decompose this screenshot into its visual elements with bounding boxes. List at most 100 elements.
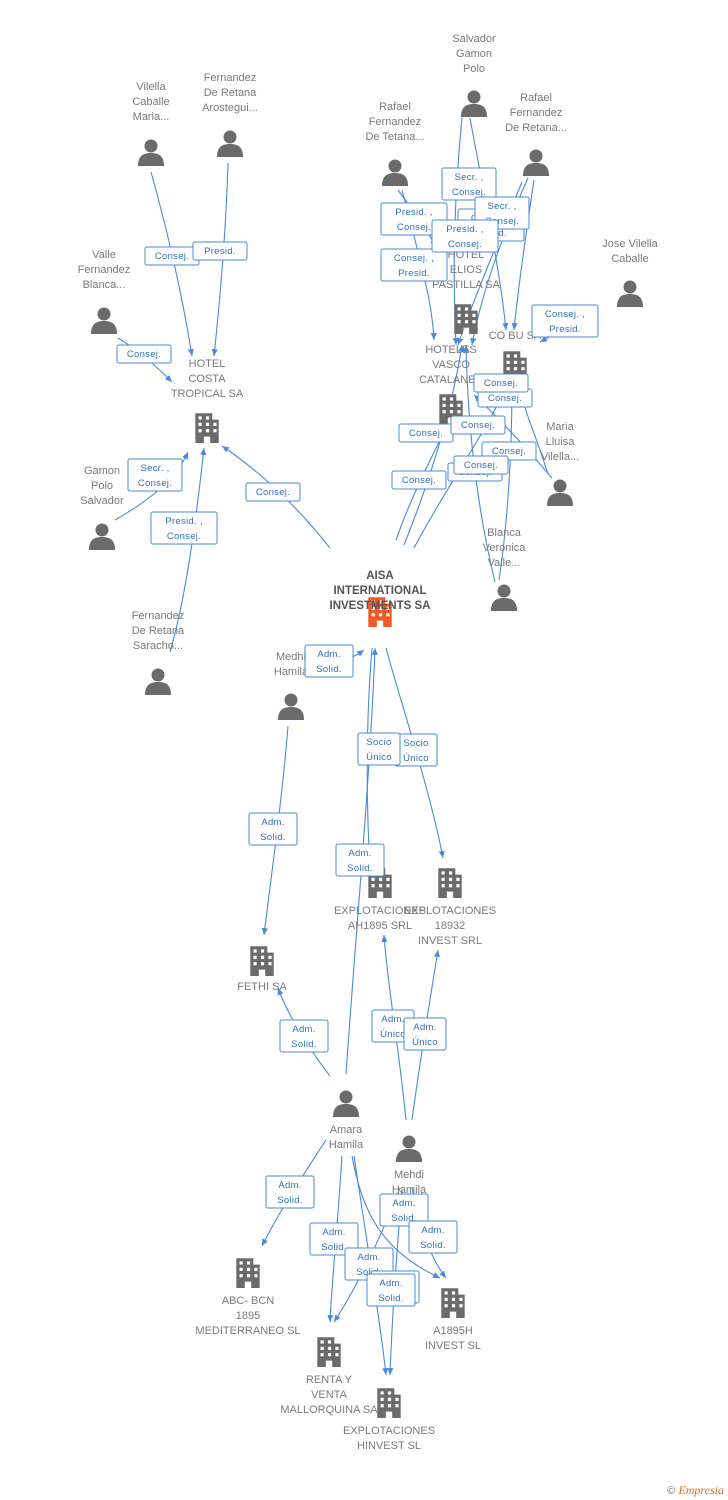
person-icon[interactable]	[491, 584, 517, 612]
edge-label[interactable]: Presid. ,Consej.	[431, 219, 499, 253]
node-label-line: Hamila	[329, 1139, 364, 1151]
edge-label[interactable]: Consej. ,Presid.	[380, 248, 448, 282]
edge-label[interactable]: Adm.Solid.	[279, 1019, 329, 1053]
edge-label[interactable]: Consej.	[450, 415, 506, 435]
node-label-line: 1895	[236, 1310, 260, 1322]
edge-label[interactable]: Presid. ,Consej.	[150, 511, 218, 545]
edge-label[interactable]: Adm.Solid.	[335, 843, 385, 877]
person-icon[interactable]	[91, 307, 117, 335]
node-label-line: AH1895 SRL	[348, 920, 412, 932]
person-icon[interactable]	[396, 1135, 422, 1163]
node-label-line: COSTA	[188, 373, 226, 385]
person-icon[interactable]	[523, 149, 549, 177]
node-vilella_maria[interactable]: VilellaCaballeMaria...	[132, 81, 170, 167]
edge-label[interactable]: Adm.Solid.	[304, 644, 354, 678]
node-label-line: De Retana	[132, 625, 185, 637]
building-icon[interactable]	[441, 1288, 465, 1318]
edge-label-text: Consej.	[492, 446, 526, 457]
node-label-line: Valle	[92, 249, 116, 261]
edge-label-box	[304, 644, 354, 678]
building-icon[interactable]	[438, 868, 462, 898]
building-icon[interactable]	[195, 413, 219, 443]
edge-label[interactable]: Presid. ,Consej.	[380, 202, 448, 236]
footer-brand[interactable]: © Empresia	[667, 1483, 724, 1498]
edge-label[interactable]: Consej.	[473, 373, 529, 393]
building-icon[interactable]	[250, 946, 274, 976]
edge-label[interactable]: Adm.Solid.	[408, 1220, 458, 1254]
node-label-line: ABC- BCN	[222, 1295, 275, 1307]
building-icon[interactable]	[236, 1258, 260, 1288]
person-icon[interactable]	[138, 139, 164, 167]
person-icon[interactable]	[217, 130, 243, 158]
edge-label-text: Solid.	[378, 1293, 404, 1304]
edge-label[interactable]: Consej.	[144, 246, 200, 266]
edge-fdr_arostegui-to-hotel_costa	[211, 162, 229, 357]
building-icon[interactable]	[454, 304, 478, 334]
node-label-line: FETHI SA	[237, 981, 287, 993]
building-icon[interactable]	[317, 1337, 341, 1367]
edge-label[interactable]: Adm.Solid.	[248, 812, 298, 846]
person-icon[interactable]	[333, 1090, 359, 1118]
node-maria_lluisa[interactable]: MariaLluisaVilella...	[541, 421, 579, 506]
person-icon[interactable]	[278, 693, 304, 721]
building-icon[interactable]	[377, 1388, 401, 1418]
node-cobu[interactable]: CO BU SA	[489, 330, 542, 381]
edge-label-text: Consej.	[138, 478, 172, 489]
node-label-line: Polo	[91, 480, 113, 492]
node-label-line: Saracho...	[133, 640, 183, 652]
edge-label-box	[357, 732, 401, 766]
node-label-line: A1895H	[433, 1325, 473, 1337]
edge-label[interactable]: Adm.Solid.	[366, 1273, 416, 1307]
node-label-line: VASCO	[432, 359, 470, 371]
edge-label[interactable]: Secr. ,Consej.	[441, 167, 497, 201]
edge-label[interactable]: Adm.Solid.	[309, 1222, 359, 1256]
person-icon[interactable]	[547, 479, 573, 507]
node-label-line: MALLORQUINA SA	[280, 1404, 378, 1416]
person-icon[interactable]	[617, 280, 643, 308]
node-valle_blanca[interactable]: ValleFernandezBlanca...	[78, 249, 131, 334]
edge-label[interactable]: Consej.	[245, 482, 301, 502]
edge-label[interactable]: Consej. ,Presid.	[531, 304, 599, 338]
node-blanca_veronica[interactable]: BlancaVeronicaValle...	[483, 527, 527, 611]
edge-label[interactable]: Adm.Solid.	[265, 1175, 315, 1209]
node-label-line: Rafael	[520, 92, 552, 104]
node-label-line: Fernandez	[78, 264, 131, 276]
person-icon[interactable]	[382, 159, 408, 187]
edge-label[interactable]: Secr. ,Consej.	[127, 458, 183, 492]
person-icon[interactable]	[145, 668, 171, 696]
edge-label[interactable]: Consej.	[116, 344, 172, 364]
edge-label-text: Consej. ,	[394, 253, 434, 264]
node-label-line: Maria	[546, 421, 574, 433]
edge-label[interactable]: Consej.	[391, 470, 447, 490]
person-icon[interactable]	[89, 523, 115, 551]
edge-label[interactable]: Presid.	[192, 241, 248, 261]
node-label-line: Blanca	[487, 527, 522, 539]
edge-label[interactable]: Adm.Solid.	[379, 1193, 429, 1227]
edge-label[interactable]: Consej.	[453, 455, 509, 475]
edge-label[interactable]: Adm.Único	[403, 1017, 447, 1051]
edge-label[interactable]: Consej.	[398, 423, 454, 443]
person-icon[interactable]	[461, 90, 487, 118]
node-fethi[interactable]: FETHI SA	[237, 946, 287, 993]
